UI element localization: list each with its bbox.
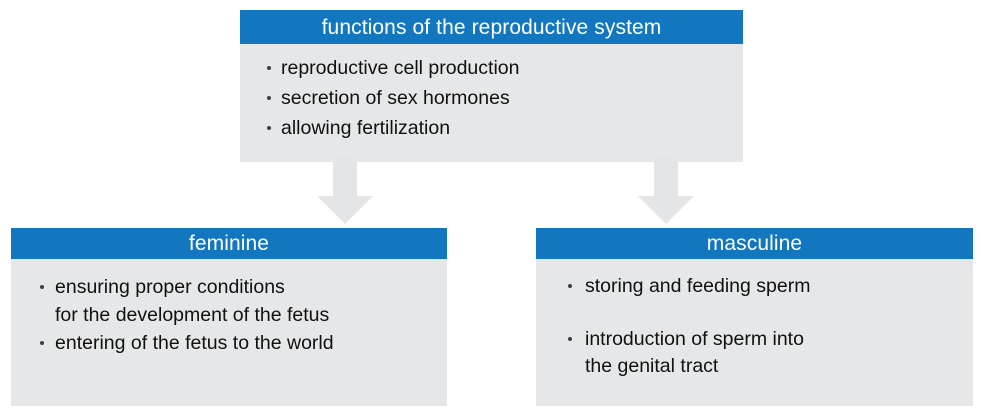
masculine-bullet-list: storing and feeding sperm introduction o… [568,273,973,380]
bullet-dot-icon [568,284,572,288]
list-item-label: ensuring proper conditions for the devel… [55,276,330,326]
root-bullet-list: reproductive cell production secretion o… [267,53,743,143]
bullet-dot-icon [568,337,572,341]
list-item: ensuring proper conditions for the devel… [40,273,447,329]
list-item-label: introduction of sperm into the genital t… [585,328,804,377]
root-node-functions: functions of the reproductive system rep… [240,10,743,162]
bullet-dot-icon [40,341,44,345]
bullet-dot-icon [267,126,271,130]
list-item: introduction of sperm into the genital t… [568,326,973,380]
down-arrow-to-feminine-icon [311,158,379,224]
feminine-bullet-list: ensuring proper conditions for the devel… [40,273,447,357]
root-node-body: reproductive cell production secretion o… [240,44,743,162]
bullet-dot-icon [267,66,271,70]
list-item: allowing fertilization [267,113,743,143]
root-node-title: functions of the reproductive system [240,10,743,44]
branch-node-masculine: masculine storing and feeding sperm intr… [536,228,973,406]
down-arrow-to-masculine-icon [632,158,700,224]
list-item: storing and feeding sperm [568,273,973,300]
branch-node-feminine: feminine ensuring proper conditions for … [11,228,447,406]
list-item-label: storing and feeding sperm [585,275,811,297]
list-item-label: allowing fertilization [281,117,451,139]
branch-node-masculine-title: masculine [536,228,973,259]
list-item: entering of the fetus to the world [40,329,447,357]
list-item-label: secretion of sex hormones [281,87,510,109]
list-item: reproductive cell production [267,53,743,83]
list-item-label: entering of the fetus to the world [55,332,334,354]
list-item-label: reproductive cell production [281,57,520,79]
list-item: secretion of sex hormones [267,83,743,113]
branch-node-masculine-body: storing and feeding sperm introduction o… [536,259,973,406]
branch-node-feminine-body: ensuring proper conditions for the devel… [11,259,447,406]
bullet-dot-icon [40,285,44,289]
bullet-dot-icon [267,96,271,100]
branch-node-feminine-title: feminine [11,228,447,259]
